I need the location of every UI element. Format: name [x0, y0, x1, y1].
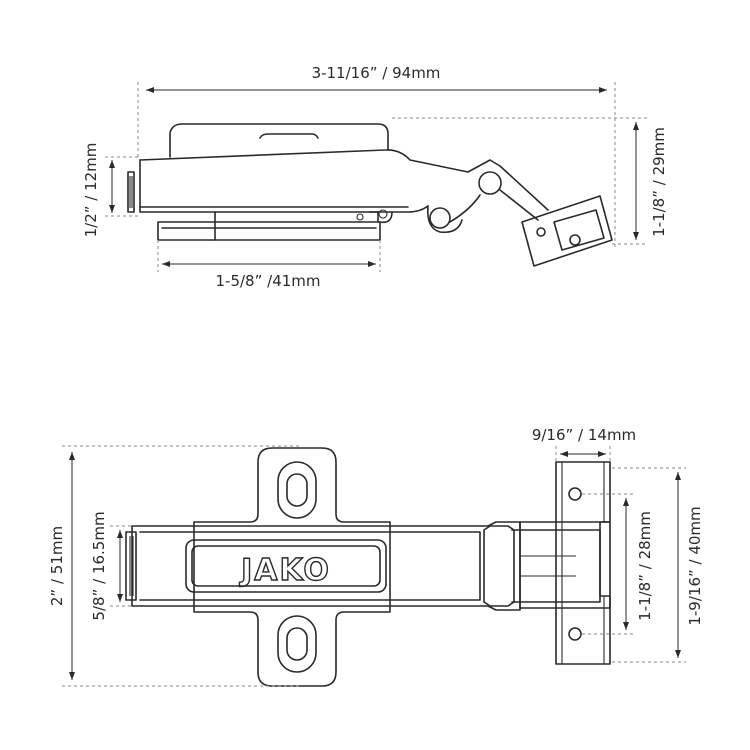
overall-width-label: 2” / 51mm [48, 526, 66, 606]
cup-depth-label: 1/2” / 12mm [82, 143, 100, 238]
hole-spacing-label: 1-1/8” / 28mm [636, 511, 654, 621]
dimension-cup-depth: 1/2” / 12mm [82, 143, 138, 238]
dimension-overall-width: 2” / 51mm [48, 445, 300, 687]
brand-logo: JAKO [239, 553, 331, 588]
dimension-mount-plate-height: 1-9/16” / 40mm [612, 467, 704, 663]
top-view-hinge: JAKO [125, 447, 611, 687]
top-view: JAKO 2” / 51mm [48, 426, 704, 687]
dimension-cup-width: 5/8” / 16.5mm [90, 511, 132, 621]
height-label: 1-1/8” / 29mm [650, 127, 668, 237]
cup-width-label: 5/8” / 16.5mm [90, 511, 108, 620]
dimension-height: 1-1/8” / 29mm [392, 117, 668, 245]
mount-plate-width-label: 9/16” / 14mm [532, 426, 636, 444]
dimension-mount-plate-width: 9/16” / 14mm [532, 426, 636, 462]
dimension-hole-spacing: 1-1/8” / 28mm [582, 493, 654, 635]
dimension-plate-length: 1-5/8” /41mm [157, 240, 381, 290]
dimension-overall-length: 3-11/16” / 94mm [137, 64, 616, 248]
plate-length-label: 1-5/8” /41mm [216, 272, 321, 290]
overall-length-label: 3-11/16” / 94mm [312, 64, 441, 82]
side-view: 3-11/16” / 94mm 1/2” / 12mm 1-1/8” / 29m… [82, 64, 668, 290]
mount-plate-height-label: 1-9/16” / 40mm [686, 506, 704, 625]
side-view-hinge [127, 123, 613, 267]
